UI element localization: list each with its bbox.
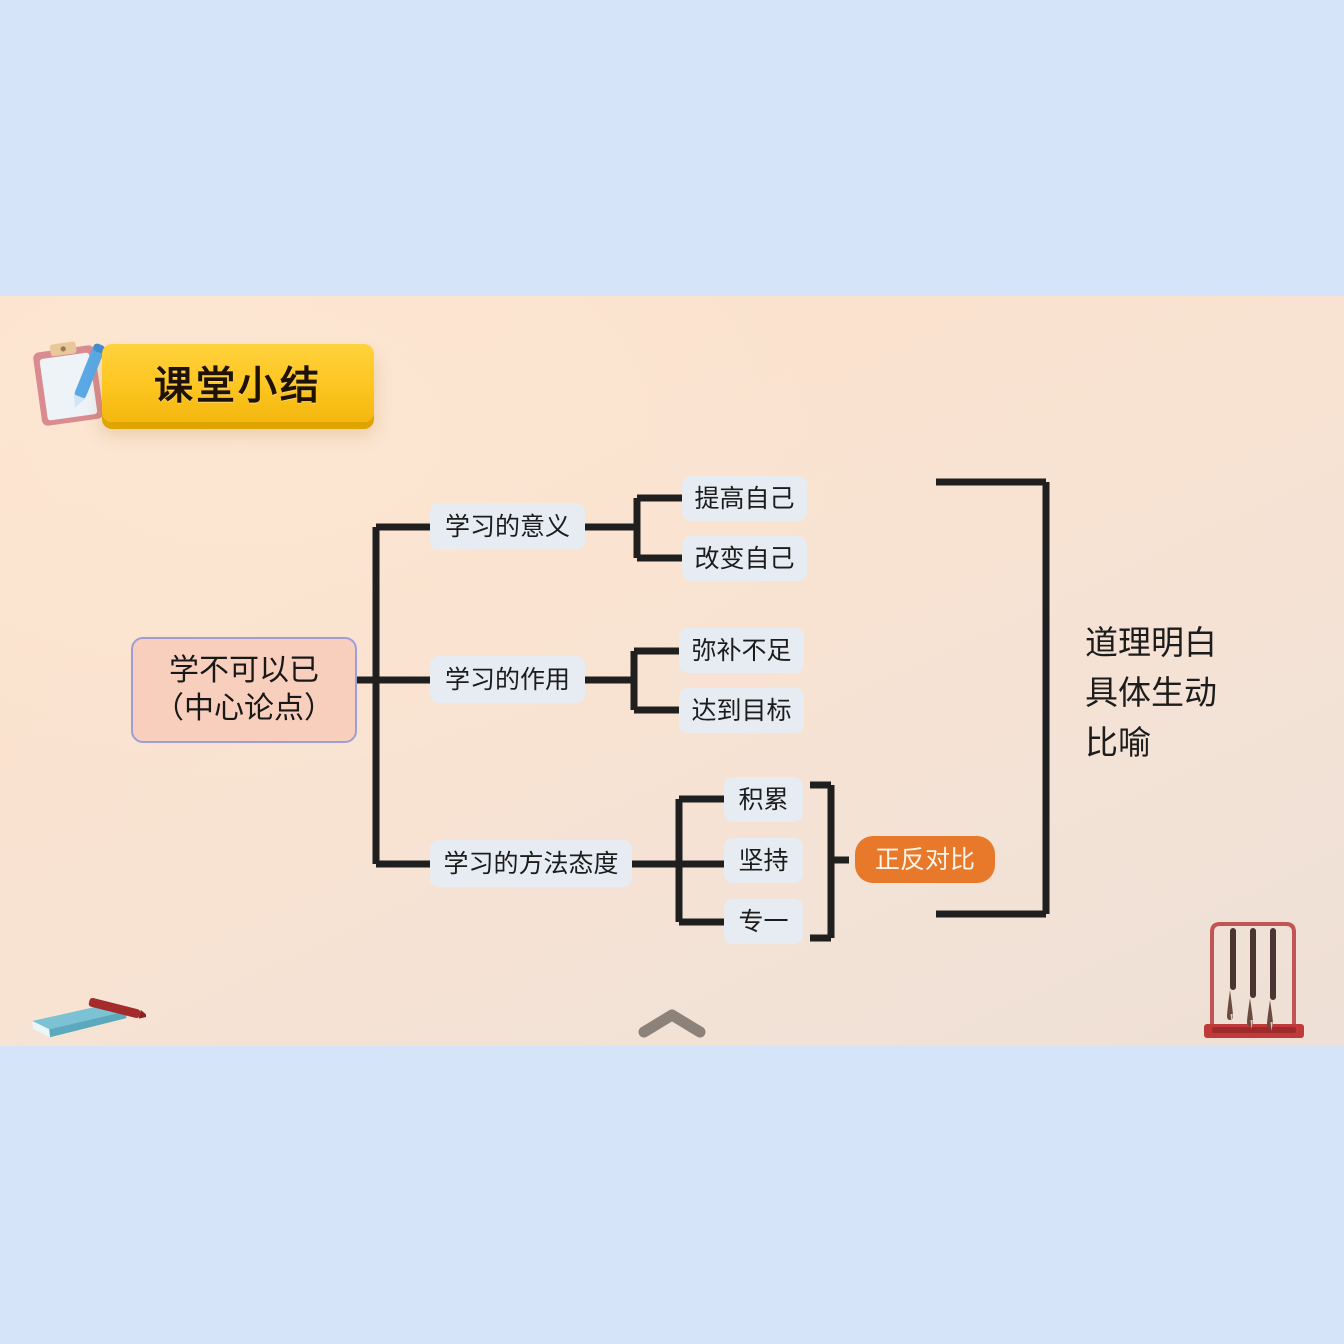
leaf-3-1-label: 积累: [738, 785, 789, 814]
mindmap-leaf-3-1[interactable]: 积累: [724, 777, 803, 822]
mindmap-leaf-2-1[interactable]: 弥补不足: [679, 628, 804, 673]
leaf-3-2-label: 坚持: [738, 846, 789, 875]
page-title: 课堂小结: [153, 365, 322, 408]
mindmap-leaf-3-2[interactable]: 坚持: [724, 838, 803, 883]
leaf-2-2-label: 达到目标: [691, 696, 792, 725]
compare-badge-label: 正反对比: [874, 845, 975, 874]
mindmap-branch-1[interactable]: 学习的意义: [430, 503, 585, 550]
book-icon: [32, 997, 146, 1038]
leaf-1-1-label: 提高自己: [694, 484, 795, 513]
clipboard-icon: [33, 341, 105, 426]
mindmap-center-node[interactable]: 学不可以已 （中心论点）: [131, 637, 357, 743]
summary-text: 道理明白 具体生动 比喻: [1085, 624, 1217, 762]
mindmap-leaf-1-2[interactable]: 改变自己: [682, 536, 807, 581]
mindmap-branch-3[interactable]: 学习的方法态度: [430, 840, 632, 887]
center-node-line-1: 学不可以已: [169, 653, 319, 687]
leaf-3-3-label: 专一: [738, 907, 789, 936]
branch-2-label: 学习的作用: [444, 665, 570, 694]
branch-3-label: 学习的方法态度: [443, 849, 619, 878]
mindmap-connectors: [357, 478, 1050, 942]
chevron-up-icon[interactable]: [636, 1006, 708, 1040]
compare-badge[interactable]: 正反对比: [855, 836, 995, 883]
leaf-1-2-label: 改变自己: [694, 544, 795, 573]
branch-1-label: 学习的意义: [444, 512, 570, 541]
leaf-2-1-label: 弥补不足: [691, 636, 792, 665]
mindmap-branch-2[interactable]: 学习的作用: [430, 656, 585, 703]
slide-content-area: 课堂小结: [0, 296, 1344, 1046]
mindmap-leaf-3-3[interactable]: 专一: [724, 899, 803, 944]
mindmap-leaf-2-2[interactable]: 达到目标: [679, 688, 804, 733]
section-title-chip: 课堂小结: [102, 344, 374, 422]
mindmap-leaf-1-1[interactable]: 提高自己: [682, 476, 807, 521]
center-node-line-2: （中心论点）: [154, 692, 334, 725]
brush-rack-icon: [1204, 922, 1304, 1038]
